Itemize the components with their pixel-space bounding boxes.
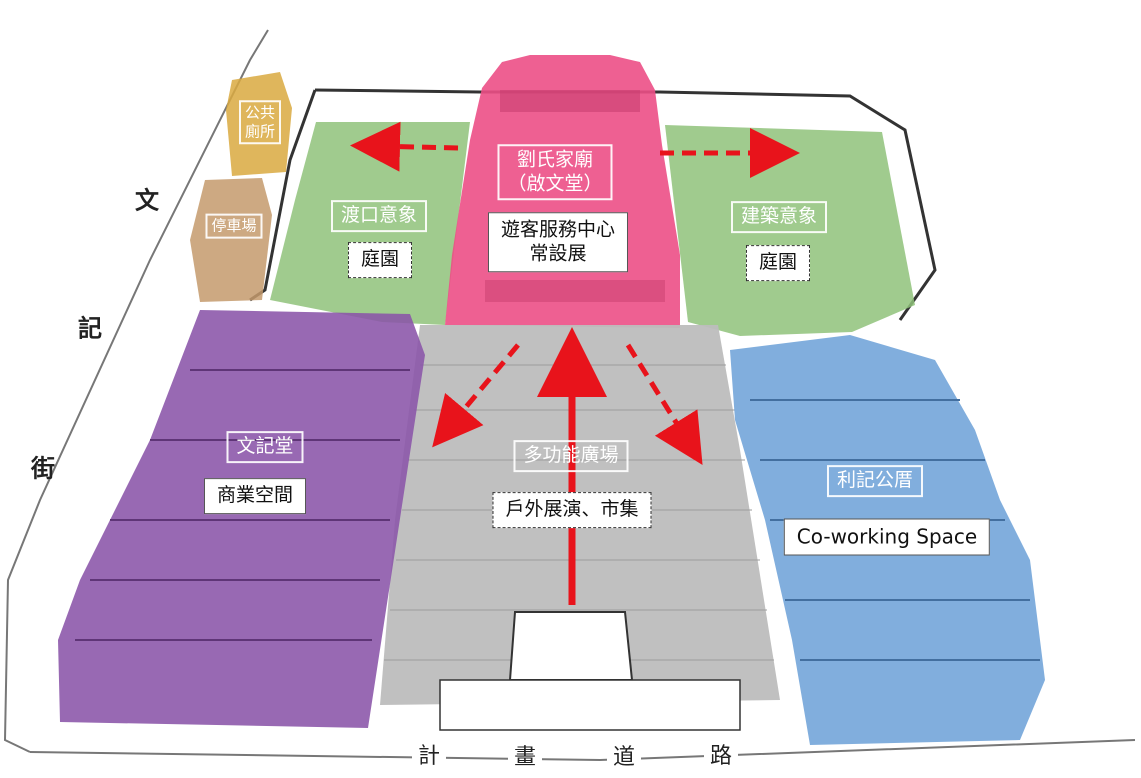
temple-title: 劉氏家廟 （啟文堂） (497, 144, 613, 200)
road-name-char: 計 (411, 738, 447, 770)
parking-label: 停車場 (205, 213, 263, 239)
temple-subtitle: 遊客服務中心 常設展 (487, 212, 629, 272)
street-name-char: 文 (135, 186, 159, 215)
zone-garden-left (270, 122, 470, 325)
zone-garden-right (665, 125, 915, 336)
road-name-char: 畫 (507, 739, 543, 771)
entrance-gate (508, 611, 634, 681)
wenji-roof-lines (75, 369, 410, 641)
garden-right-subtitle: 庭園 (745, 245, 811, 281)
road-edge-bottom (29, 739, 1136, 762)
arrow-to-wenji (432, 343, 520, 448)
wenji-subtitle: 商業空間 (203, 478, 307, 514)
street-name-char: 記 (78, 314, 102, 343)
entrance-steps (439, 679, 741, 731)
arrow-to-liji (625, 343, 703, 465)
toilet-label: 公共 廁所 (238, 100, 282, 144)
street-name-char: 街 (31, 454, 55, 483)
arrow-to-left-garden (350, 121, 459, 172)
road-name-char: 道 (606, 739, 642, 771)
garden-left-subtitle: 庭園 (347, 242, 413, 278)
plaza-title: 多功能廣場 (513, 440, 629, 472)
perimeter-wall-back (314, 88, 937, 321)
garden-left-title: 渡口意象 (330, 200, 428, 232)
plaza-subtitle: 戶外展演、市集 (492, 492, 652, 528)
garden-right-title: 建築意象 (730, 201, 828, 233)
road-edge-left (3, 29, 269, 753)
wenji-title: 文記堂 (226, 431, 304, 463)
liji-title: 利記公厝 (826, 465, 924, 497)
temple-roof-detail (500, 90, 640, 112)
temple-roof-detail (485, 280, 665, 302)
road-name-char: 路 (703, 738, 739, 770)
zone-parking (190, 178, 272, 302)
liji-subtitle: Co-working Space (783, 518, 991, 556)
zone-toilet (226, 72, 292, 176)
